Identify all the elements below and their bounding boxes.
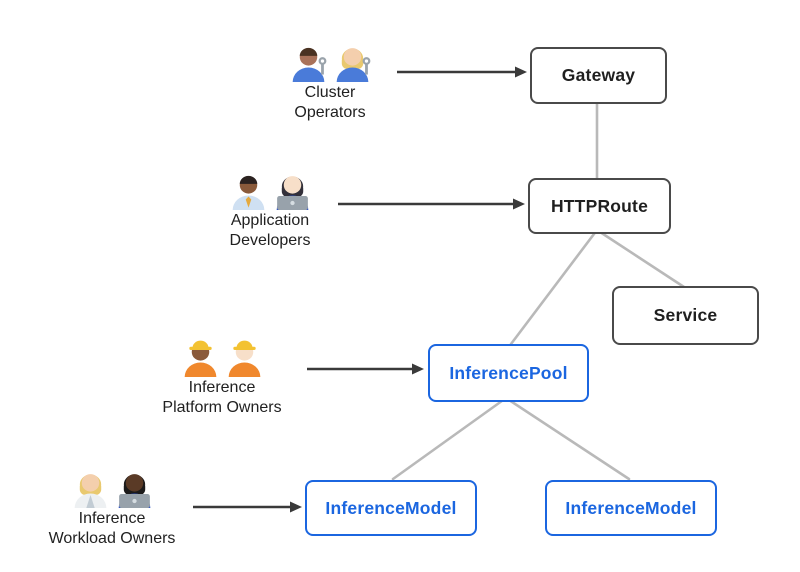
node-gateway: Gateway — [530, 47, 667, 104]
persona-label-line: Workload Owners — [48, 529, 176, 547]
persona-application-developers-label: Application Developers — [170, 211, 370, 250]
persona-cluster-operators-label: Cluster Operators — [230, 83, 430, 122]
node-service-label: Service — [653, 305, 718, 325]
persona-inference-platform-owners: Inference Platform Owners — [122, 333, 322, 417]
persona-label-line: Operators — [294, 103, 366, 121]
persona-inference-workload-owners: Inference Workload Owners — [12, 464, 212, 548]
node-inferencepool-label: InferencePool — [449, 362, 568, 383]
node-inferencemodel-left-label: InferenceModel — [325, 497, 457, 518]
node-httproute: HTTPRoute — [528, 178, 671, 234]
node-inferencemodel-right-label: InferenceModel — [565, 497, 697, 518]
node-httproute-label: HTTPRoute — [550, 195, 649, 216]
persona-label-line: Platform Owners — [162, 398, 282, 416]
node-inferencemodel-left: InferenceModel — [305, 480, 477, 536]
persona-application-developers: Application Developers — [170, 166, 370, 250]
persona-label-line: Application — [230, 212, 310, 229]
node-inferencemodel-right: InferenceModel — [545, 480, 717, 536]
persona-label-line: Inference — [78, 510, 146, 527]
persona-inference-platform-owners-label: Inference Platform Owners — [122, 378, 322, 417]
persona-label-line: Cluster — [304, 84, 356, 101]
persona-inference-workload-owners-label: Inference Workload Owners — [12, 509, 212, 548]
persona-label-line: Developers — [229, 231, 311, 249]
node-service: Service — [612, 286, 759, 345]
developers-icon — [170, 166, 370, 210]
scientist-technologist-icon — [12, 464, 212, 508]
persona-label-line: Inference — [188, 379, 256, 396]
node-inferencepool: InferencePool — [428, 344, 589, 402]
mechanics-icon — [230, 38, 430, 82]
persona-cluster-operators: Cluster Operators — [230, 38, 430, 122]
construction-workers-icon — [122, 333, 322, 377]
node-gateway-label: Gateway — [561, 65, 636, 85]
